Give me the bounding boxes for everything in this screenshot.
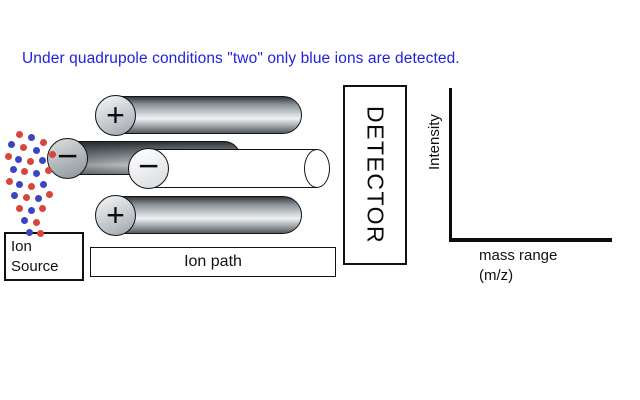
plus-sign: + bbox=[106, 96, 125, 133]
minus-sign: − bbox=[56, 135, 79, 176]
ion-dot-red bbox=[16, 131, 23, 138]
ion-dot-blue bbox=[10, 166, 17, 173]
quadrupole-rod-top bbox=[114, 96, 302, 134]
y-axis-label: Intensity bbox=[426, 114, 443, 170]
rod-polarity-middle-back: − bbox=[47, 138, 88, 179]
quadrupole-rod-bottom bbox=[114, 196, 302, 234]
ion-dot-blue bbox=[39, 157, 46, 164]
ion-dot-red bbox=[16, 205, 23, 212]
ion-dot-red bbox=[20, 144, 27, 151]
ion-dot-blue bbox=[21, 217, 28, 224]
ion-dot-blue bbox=[28, 134, 35, 141]
ion-dot-red bbox=[28, 183, 35, 190]
minus-sign: − bbox=[137, 145, 160, 186]
ion-dot-red bbox=[33, 219, 40, 226]
ion-dot-red bbox=[40, 139, 47, 146]
ion-dot-blue bbox=[16, 181, 23, 188]
detector-label: DETECTOR bbox=[362, 105, 389, 245]
ion-dot-blue bbox=[35, 195, 42, 202]
y-axis-line bbox=[449, 88, 452, 240]
ion-dot-red bbox=[39, 205, 46, 212]
ion-dot-blue bbox=[28, 207, 35, 214]
rod-polarity-bottom: + bbox=[95, 195, 136, 236]
quadrupole-rod-middle-front bbox=[147, 149, 317, 188]
x-axis-label-line2: (m/z) bbox=[479, 266, 514, 284]
ion-dot-red bbox=[21, 168, 28, 175]
ion-dot-red bbox=[23, 194, 30, 201]
x-axis-line bbox=[449, 238, 612, 242]
ion-path-label-box: Ion path bbox=[90, 247, 336, 277]
rod-end-ellipse bbox=[304, 149, 330, 188]
ion-source-label-line1: Ion bbox=[11, 238, 32, 255]
rod-polarity-middle-front: − bbox=[128, 148, 169, 189]
ion-path-label: Ion path bbox=[184, 253, 242, 270]
ion-dot-red bbox=[46, 191, 53, 198]
ion-dot-blue bbox=[15, 156, 22, 163]
rod-polarity-top: + bbox=[95, 95, 136, 136]
ion-source-label-line2: Source bbox=[11, 257, 59, 275]
ion-source-label-box: Ion Source bbox=[4, 232, 84, 281]
ion-dot-blue bbox=[33, 147, 40, 154]
diagram-title: Under quadrupole conditions "two" only b… bbox=[22, 50, 460, 67]
ion-dot-blue bbox=[11, 192, 18, 199]
ion-dot-blue bbox=[8, 141, 15, 148]
x-axis-label-line1: mass range bbox=[479, 247, 558, 264]
ion-dot-red bbox=[6, 178, 13, 185]
ion-dot-blue bbox=[33, 170, 40, 177]
detector-box: DETECTOR bbox=[343, 85, 407, 265]
x-axis-label: mass range (m/z) bbox=[479, 246, 557, 286]
ion-dot-red bbox=[5, 153, 12, 160]
ion-dot-red bbox=[27, 158, 34, 165]
ion-dot-blue bbox=[40, 181, 47, 188]
plus-sign: + bbox=[106, 196, 125, 233]
